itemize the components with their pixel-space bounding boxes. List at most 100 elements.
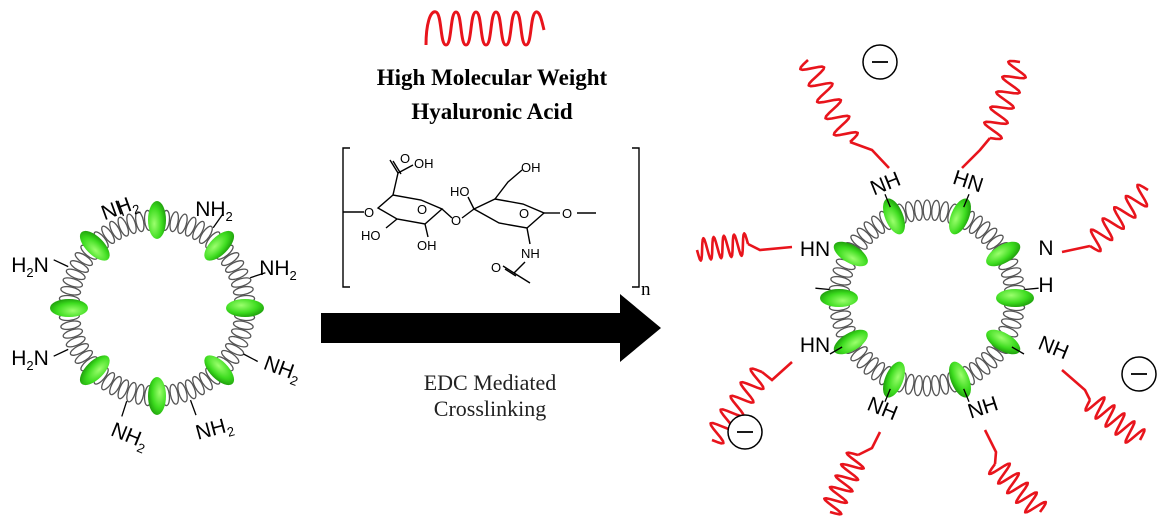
amine-bond [250,272,266,279]
product-protein-ellipse [996,289,1034,307]
label-right-terminal-o: O [562,206,572,221]
product-protein-ellipse [949,198,971,235]
product-lipid-segment [904,373,915,395]
product-lipid-segment [913,374,923,397]
product-lipid-segment [1000,318,1022,329]
amine-bond [212,214,223,229]
ha-chain-wave [987,462,1048,514]
hyaluronic-acid-structure [342,147,640,288]
amine-label: NH2 [260,352,304,389]
product-protein-ellipse [833,329,868,355]
amide-bond [963,388,970,403]
ha-chain-linker [857,431,882,457]
reactant-protein-ellipse [79,230,110,261]
amide-label: HN [800,238,830,261]
product-protein-ellipse [820,289,858,307]
product-lipid-segment [975,221,991,239]
amide-label: NH [867,168,904,201]
reactant-lipid-segment [60,285,82,296]
product-lipid-segment [975,357,991,375]
label-acetyl-o: O [491,260,501,275]
ha-chain-wave [695,232,750,262]
reactant-lipid-segment [62,277,84,288]
amine-bond [121,401,128,417]
amide-bond [815,287,830,291]
amide-bond [884,388,891,403]
label-linker-o: O [451,213,461,228]
reactant-lipid-segment [228,268,249,281]
amine-label: H2N [11,254,49,280]
label-cooh-oh: OH [414,156,434,171]
reactant-lipid-segment [192,220,205,241]
reactant-lipid-segment [177,381,188,403]
product-lipid-segment [922,199,932,221]
reactant-lipid-segment [232,320,254,331]
product-lipid-segment [913,199,923,222]
amide-label: N [1038,237,1053,260]
reactant-lipid-segment [134,211,145,233]
ha-chain-linker [849,140,890,169]
reaction-label-line1: EDC Mediated [424,370,557,395]
amide-bond [963,193,970,208]
reactant-lipid-segment [109,220,122,241]
reactant-particle [50,201,264,415]
amine-bond [53,259,69,268]
ha-chain-linker [761,361,793,382]
amine-label: NH2 [193,413,236,448]
label-ch2oh-oh: OH [521,160,541,175]
reactant-lipid-segment [230,277,252,288]
product-lipid-segment [863,221,879,239]
amine-label: NH2 [259,257,297,283]
reactant-lipid-segment [62,328,84,339]
product-lipid-segment [968,215,983,235]
reactant-lipid-segment [126,213,137,235]
ha-chain-wave [799,59,859,143]
amine-bond [117,200,125,217]
label-oh-bottom: OH [417,238,437,253]
reactant-lipid-segment [65,335,86,348]
reactant-protein-ellipse [148,201,166,239]
negative-charge-icon [1121,356,1157,392]
product-particle [820,198,1034,398]
reactant-lipid-segment [220,349,240,364]
amide-bond [884,193,891,208]
reactant-protein-ellipse [79,355,110,386]
ha-chain-linker [983,429,998,465]
negative-charges [727,44,1157,450]
ha-chain-wave [983,59,1027,141]
negative-charge-icon [727,414,763,450]
reactant-lipid-segment [184,216,197,237]
reactant-lipid-segment [228,335,249,348]
product-lipid-segment [939,373,950,395]
reactant-lipid-segment [134,383,145,405]
amide-bond [829,346,843,355]
reactant-protein-ellipse [226,299,264,317]
amide-label: HN [800,334,830,357]
reactant-lipid-segment [198,371,213,391]
amide-bond [1024,287,1039,291]
product-lipid-segment [1002,275,1024,286]
ha-chain-wave [823,451,865,516]
product-lipid-segment [856,227,874,245]
product-protein-ellipse [986,329,1021,355]
product-lipid-segment [986,346,1004,362]
left-bracket [342,147,350,288]
reactant-protein-ellipse [50,299,88,317]
product-lipid-segment [871,215,886,235]
product-lipid-segment [863,357,879,375]
reactant-lipid-segment [177,213,188,235]
ha-chain-wave [709,367,765,445]
reactant-lipid-segment [220,252,240,267]
amide-bond [1011,346,1025,355]
product-lipid-segment [832,267,854,278]
reactant-lipid-segment [101,225,116,245]
reactant-protein-ellipse [204,230,235,261]
label-ring-o-left: O [417,202,427,217]
product-lipid-segment [904,201,915,223]
ha-chain-wave [1089,183,1149,253]
product-ha-chains [695,59,1149,516]
label-ring-o-right: O [519,206,529,221]
ha-chain-linker [1061,244,1091,254]
reactant-lipid-segment [74,349,94,364]
